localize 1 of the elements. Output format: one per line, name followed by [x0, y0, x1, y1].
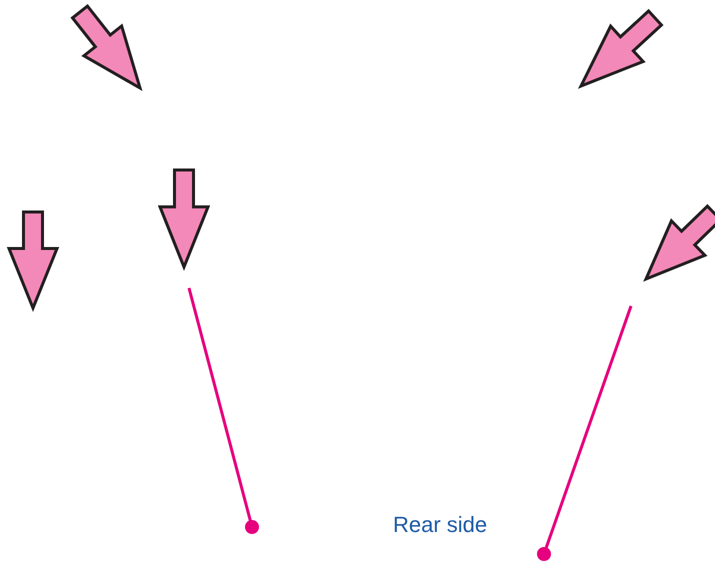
- part-label: Rear side: [393, 512, 488, 538]
